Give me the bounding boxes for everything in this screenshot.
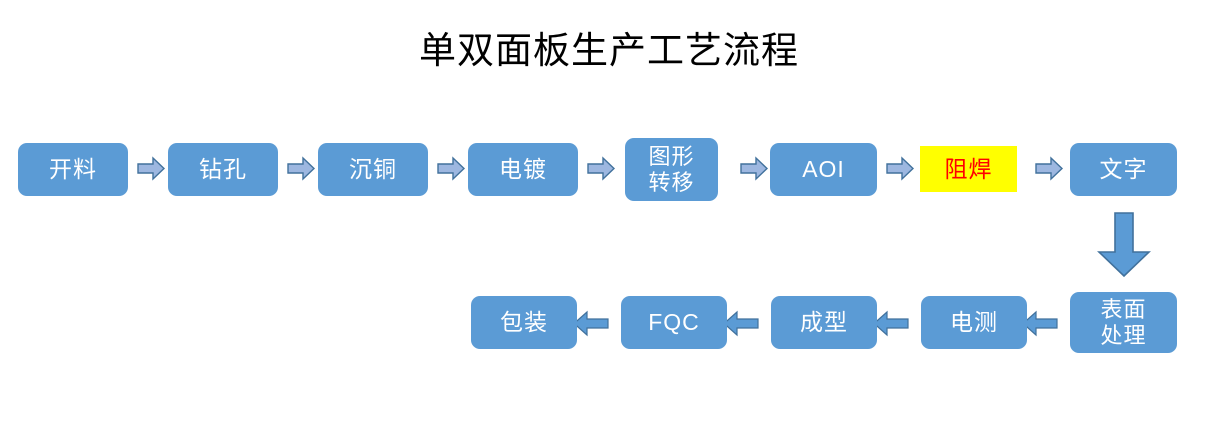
process-node-tuxingzhuanyi[interactable]: 图形 转移 [625, 138, 718, 201]
arrow-left-icon-1 [1021, 310, 1059, 337]
process-node-label: 表面 处理 [1100, 296, 1147, 348]
process-node-chengxing[interactable]: 成型 [771, 296, 877, 349]
arrow-right-icon-3 [437, 156, 466, 181]
process-node-baozhuang[interactable]: 包装 [471, 296, 577, 349]
process-node-wenzi[interactable]: 文字 [1070, 143, 1177, 196]
process-node-label: 开料 [49, 156, 97, 182]
process-node-label: FQC [648, 309, 700, 335]
process-node-kailiao[interactable]: 开料 [18, 143, 128, 196]
arrow-right-icon-4 [587, 156, 616, 181]
arrow-right-icon-7 [1035, 156, 1064, 181]
process-node-label: 包装 [500, 309, 548, 335]
arrow-left-icon-2 [872, 310, 910, 337]
process-node-fqc[interactable]: FQC [621, 296, 727, 349]
process-node-label: AOI [802, 156, 845, 182]
arrow-right-icon-6 [886, 156, 915, 181]
arrow-left-icon-4 [572, 310, 610, 337]
process-node-label: 钻孔 [199, 156, 247, 182]
process-node-label: 沉铜 [349, 156, 397, 182]
process-node-zuhan[interactable]: 阻焊 [920, 146, 1017, 192]
arrow-left-icon-3 [722, 310, 760, 337]
process-node-label: 成型 [800, 309, 848, 335]
process-node-label: 文字 [1099, 156, 1148, 182]
process-node-zuankong[interactable]: 钻孔 [168, 143, 278, 196]
arrow-down-icon [1097, 212, 1151, 278]
process-node-label: 图形 转移 [648, 143, 695, 195]
arrow-right-icon-5 [740, 156, 769, 181]
process-node-biaomianchuli[interactable]: 表面 处理 [1070, 292, 1177, 353]
page-title: 单双面板生产工艺流程 [419, 29, 799, 72]
process-node-label: 阻焊 [944, 155, 993, 182]
process-node-dince[interactable]: 电测 [921, 296, 1027, 349]
process-node-label: 电镀 [499, 156, 547, 182]
process-node-diandu[interactable]: 电镀 [468, 143, 578, 196]
arrow-right-icon-2 [287, 156, 316, 181]
process-node-chentong[interactable]: 沉铜 [318, 143, 428, 196]
process-node-label: 电测 [950, 309, 998, 335]
arrow-right-icon-1 [137, 156, 166, 181]
process-node-aoi[interactable]: AOI [770, 143, 877, 196]
